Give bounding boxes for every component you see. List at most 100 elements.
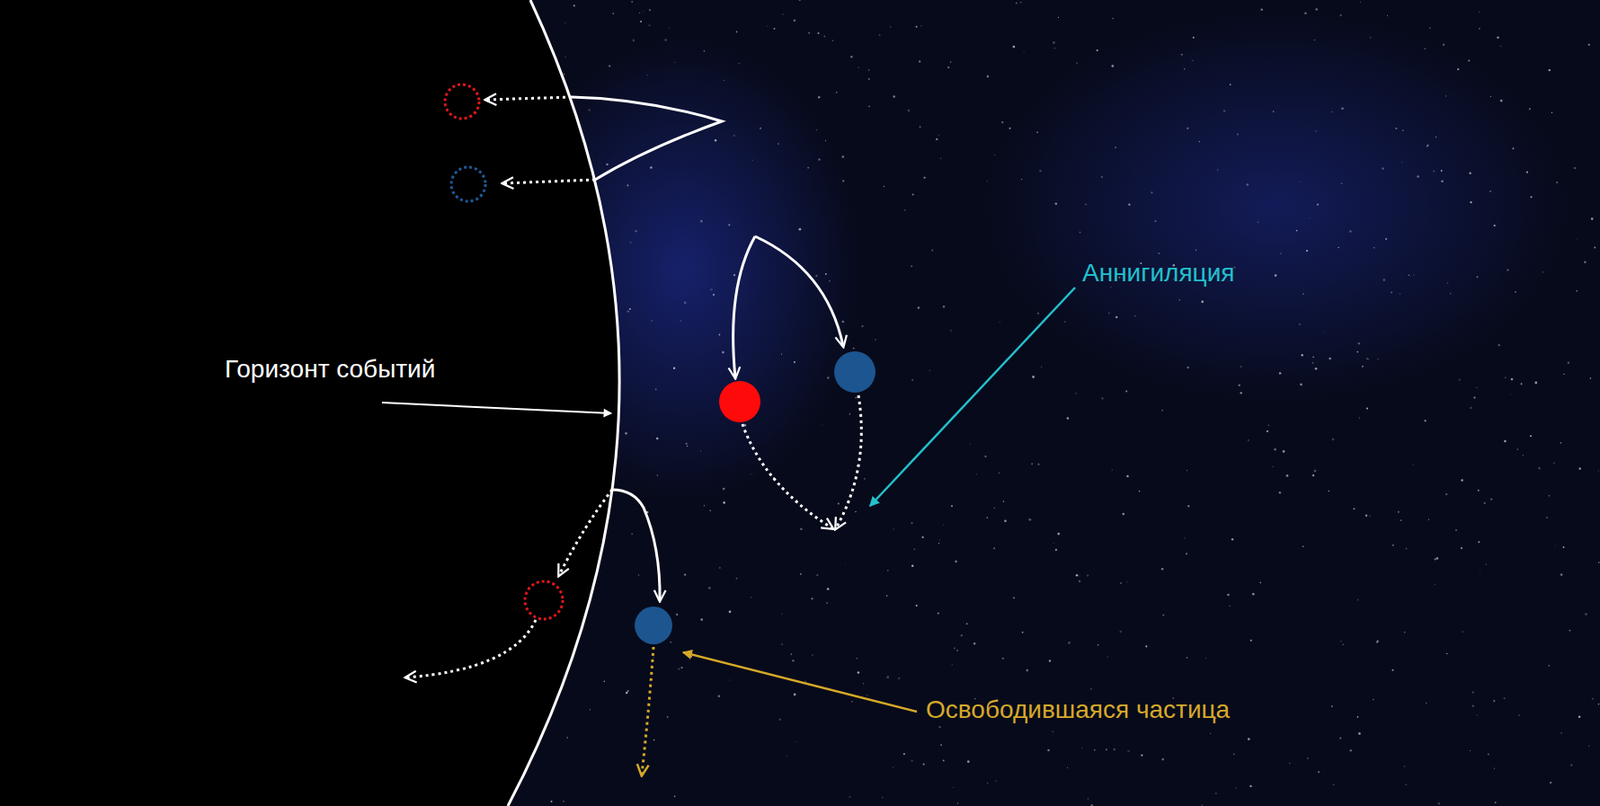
star <box>1475 387 1477 389</box>
star <box>1598 561 1600 563</box>
star <box>1040 365 1043 368</box>
star <box>1306 249 1308 252</box>
star <box>1238 383 1241 386</box>
star <box>632 39 636 43</box>
star <box>1215 792 1218 795</box>
star <box>1548 69 1551 72</box>
star <box>1183 68 1185 70</box>
star <box>1183 537 1186 540</box>
star <box>815 275 818 277</box>
star <box>1447 282 1449 285</box>
star <box>861 325 863 328</box>
star <box>1490 96 1492 98</box>
star <box>1192 36 1195 39</box>
star <box>1267 424 1270 427</box>
star <box>1349 230 1352 233</box>
star <box>1373 247 1376 249</box>
star <box>915 604 918 607</box>
star <box>1161 568 1164 570</box>
star <box>1435 136 1437 138</box>
star <box>1312 355 1315 358</box>
star <box>1567 362 1570 365</box>
star <box>1314 470 1317 473</box>
star <box>684 573 686 576</box>
antiparticle <box>834 351 876 393</box>
star <box>1578 715 1582 719</box>
star <box>1469 407 1472 409</box>
star <box>1179 299 1181 301</box>
star <box>675 613 678 616</box>
star <box>700 618 703 622</box>
star <box>1514 291 1517 294</box>
star <box>733 134 736 137</box>
star <box>1051 730 1054 733</box>
fallen-particle <box>524 581 563 620</box>
star <box>915 26 918 28</box>
star <box>728 610 732 614</box>
star <box>1575 290 1578 293</box>
leader-line <box>870 287 1076 507</box>
star <box>999 321 1001 323</box>
star <box>1186 127 1189 130</box>
star <box>1369 36 1372 39</box>
star <box>1315 8 1318 10</box>
star <box>1341 106 1344 110</box>
star <box>937 612 940 614</box>
star <box>625 692 628 694</box>
star <box>1559 442 1562 445</box>
star <box>857 66 859 68</box>
star <box>1101 176 1103 178</box>
star <box>1315 367 1318 371</box>
star <box>1512 147 1515 150</box>
star <box>866 694 869 697</box>
star <box>1496 35 1500 39</box>
star <box>1478 11 1480 13</box>
star <box>942 524 944 526</box>
star <box>960 634 963 637</box>
star <box>1161 758 1165 762</box>
star <box>1259 582 1262 585</box>
star <box>825 140 827 142</box>
star <box>848 413 851 416</box>
star <box>1090 688 1093 691</box>
star <box>816 129 818 132</box>
star <box>1052 542 1054 544</box>
star <box>634 230 638 233</box>
star <box>1537 467 1541 471</box>
star <box>993 547 996 550</box>
star <box>1015 2 1018 5</box>
star <box>782 13 783 15</box>
star <box>892 95 896 98</box>
star <box>1013 45 1016 49</box>
star <box>791 659 795 663</box>
star <box>795 741 797 743</box>
particle <box>719 381 761 423</box>
star <box>781 613 783 615</box>
star <box>1036 131 1039 134</box>
star <box>837 502 840 505</box>
star <box>986 180 988 182</box>
star <box>1472 692 1475 694</box>
star <box>1272 110 1275 113</box>
star <box>1280 252 1282 255</box>
star <box>1078 576 1080 578</box>
star <box>1413 464 1414 466</box>
star <box>1023 51 1025 53</box>
star <box>650 320 652 321</box>
star <box>1518 714 1520 716</box>
star <box>1298 181 1300 183</box>
star <box>1084 204 1087 206</box>
star <box>1186 657 1189 659</box>
star <box>826 602 828 605</box>
star <box>986 75 990 79</box>
star <box>1427 144 1430 147</box>
star <box>1138 490 1141 493</box>
star <box>648 8 651 11</box>
star <box>781 354 783 356</box>
star <box>1274 274 1278 277</box>
escaped-particle <box>634 606 673 645</box>
star <box>939 539 941 541</box>
star <box>1228 605 1230 607</box>
